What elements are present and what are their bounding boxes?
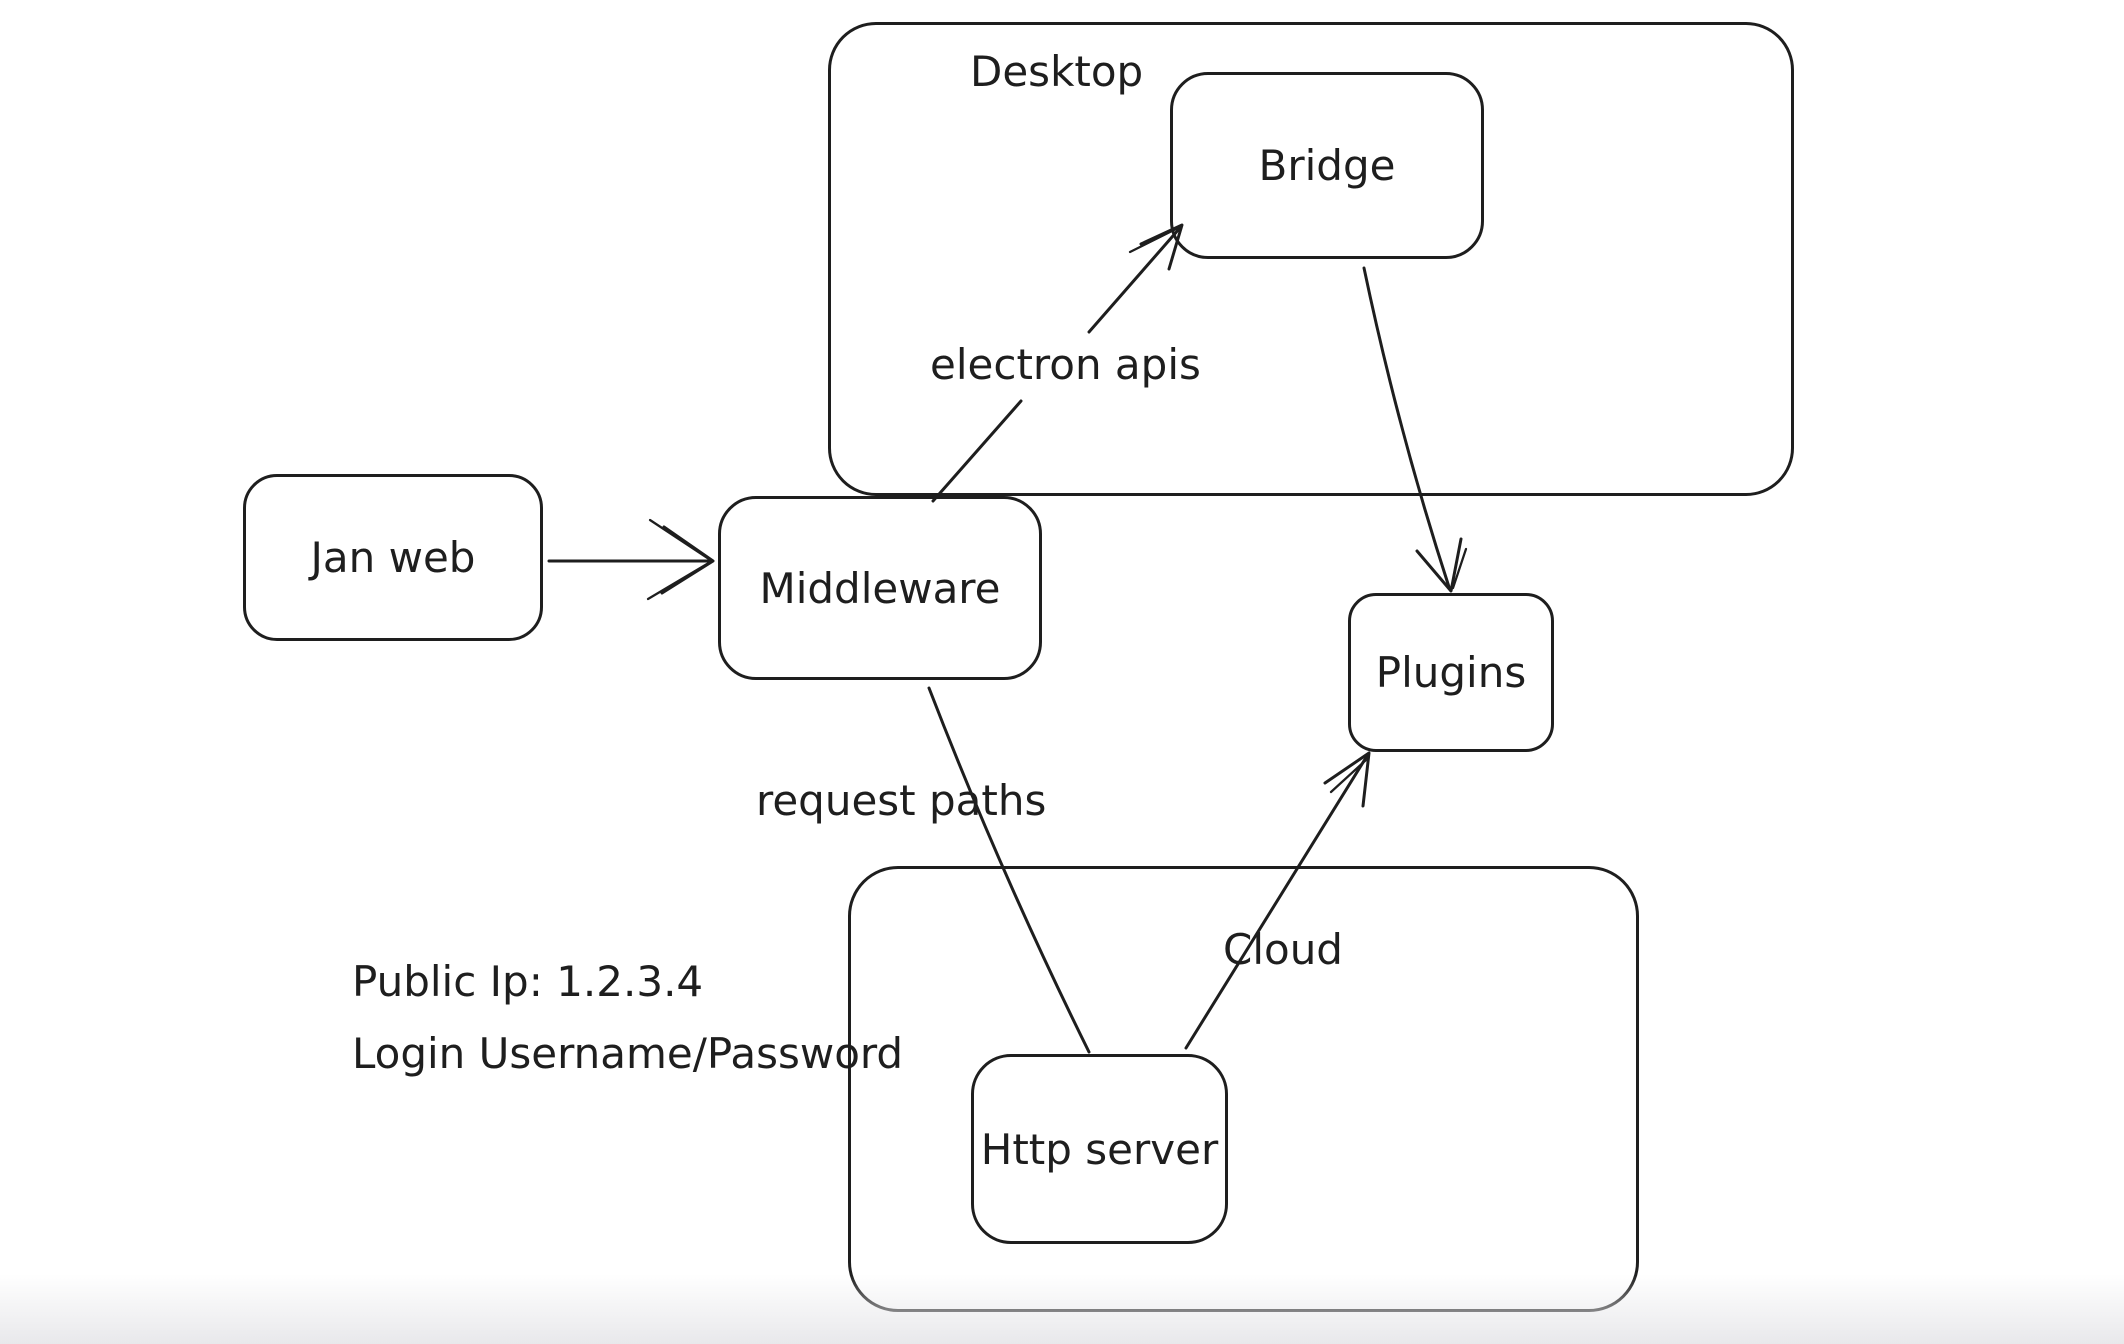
node-http-server-label: Http server (980, 1124, 1219, 1174)
node-http-server[interactable]: Http server (971, 1054, 1228, 1244)
container-desktop-label[interactable]: Desktop (970, 47, 1144, 96)
arrow-http-server-to-plugins[interactable] (1184, 751, 1371, 1050)
edge-label-electron-apis[interactable]: electron apis (930, 340, 1201, 389)
edge-label-request-paths[interactable]: request paths (756, 776, 1047, 825)
arrow-bridge-to-plugins[interactable] (1362, 266, 1468, 593)
line-middleware-to-http-server[interactable] (927, 686, 1091, 1054)
node-bridge[interactable]: Bridge (1170, 72, 1484, 259)
node-jan-web-label: Jan web (310, 533, 476, 582)
container-cloud[interactable]: Cloud (848, 866, 1639, 1312)
container-desktop[interactable]: Desktop (828, 22, 1794, 496)
arrow-jan-web-to-middleware[interactable] (547, 518, 715, 601)
annotation-login: Login Username/Password (352, 1029, 904, 1078)
annotation-credentials[interactable]: Public Ip: 1.2.3.4 Login Username/Passwo… (352, 946, 903, 1090)
node-plugins-label: Plugins (1375, 648, 1527, 697)
node-bridge-label: Bridge (1258, 141, 1396, 190)
node-middleware[interactable]: Middleware (718, 496, 1042, 680)
node-middleware-label: Middleware (759, 563, 1001, 613)
container-cloud-label[interactable]: Cloud (1223, 925, 1343, 974)
annotation-public-ip: Public Ip: 1.2.3.4 (352, 957, 704, 1006)
node-jan-web[interactable]: Jan web (243, 474, 543, 641)
arrow-middleware-to-bridge[interactable] (931, 223, 1184, 503)
bottom-edge-fade (0, 1274, 2124, 1344)
node-plugins[interactable]: Plugins (1348, 593, 1554, 752)
